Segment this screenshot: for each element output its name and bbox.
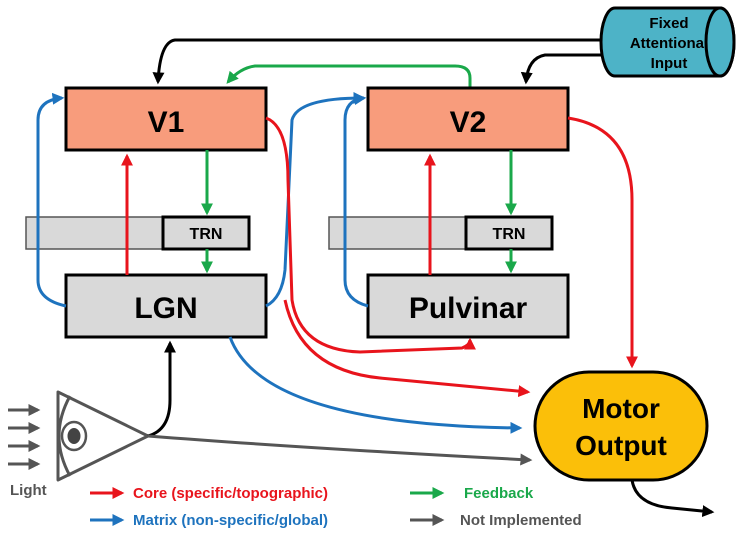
fixed-attention-cylinder (599, 6, 736, 78)
motor-label-line1: Motor (582, 393, 660, 424)
core-v1-motor-arrow (283, 299, 531, 398)
pulvinar-box (366, 273, 570, 339)
motor-out-arrow (630, 479, 715, 518)
legend-not-implemented-label: Not Implemented (460, 512, 582, 529)
eye-lgn-arrow (147, 340, 176, 438)
matrix-lgn-v2-arrow (265, 92, 366, 308)
legend: Core (specific/topographic) Feedback Mat… (90, 485, 582, 529)
attention-label-line3: Input (651, 55, 688, 72)
matrix-lgn-v1-arrow (36, 92, 67, 308)
lgn-label: LGN (134, 292, 197, 325)
legend-matrix-label: Matrix (non-specific/global) (133, 512, 328, 529)
trn-right-label: TRN (493, 226, 526, 243)
attention-label-line2: Attentional (630, 35, 708, 52)
attention-to-v2-arrow (520, 53, 615, 85)
legend-core-label: Core (specific/topographic) (133, 485, 328, 502)
v1-label: V1 (148, 106, 185, 139)
eye-motor-arrow (147, 434, 533, 466)
light-rays (8, 404, 41, 470)
eye-icon (56, 390, 150, 482)
attention-label-line1: Fixed (649, 15, 688, 32)
trn-left-bar: TRN (25, 215, 251, 251)
motor-output-box (533, 370, 709, 482)
legend-feedback-label: Feedback (464, 485, 534, 502)
v2-label: V2 (450, 106, 487, 139)
core-v1-pulvinar-arrow (265, 116, 476, 354)
trn-right-bar: TRN (328, 215, 554, 251)
matrix-lgn-motor-arrow (228, 336, 523, 434)
trn-left-label: TRN (190, 226, 223, 243)
core-v2-motor-arrow (567, 116, 638, 369)
light-label: Light (10, 482, 47, 499)
feedback-v2-v1-arrow (226, 64, 472, 88)
pulvinar-label: Pulvinar (409, 292, 528, 325)
attention-to-v1-arrow (152, 38, 615, 85)
matrix-pulvinar-v2-arrow (343, 93, 369, 308)
v1-box (64, 86, 268, 152)
motor-label-line2: Output (575, 430, 667, 461)
